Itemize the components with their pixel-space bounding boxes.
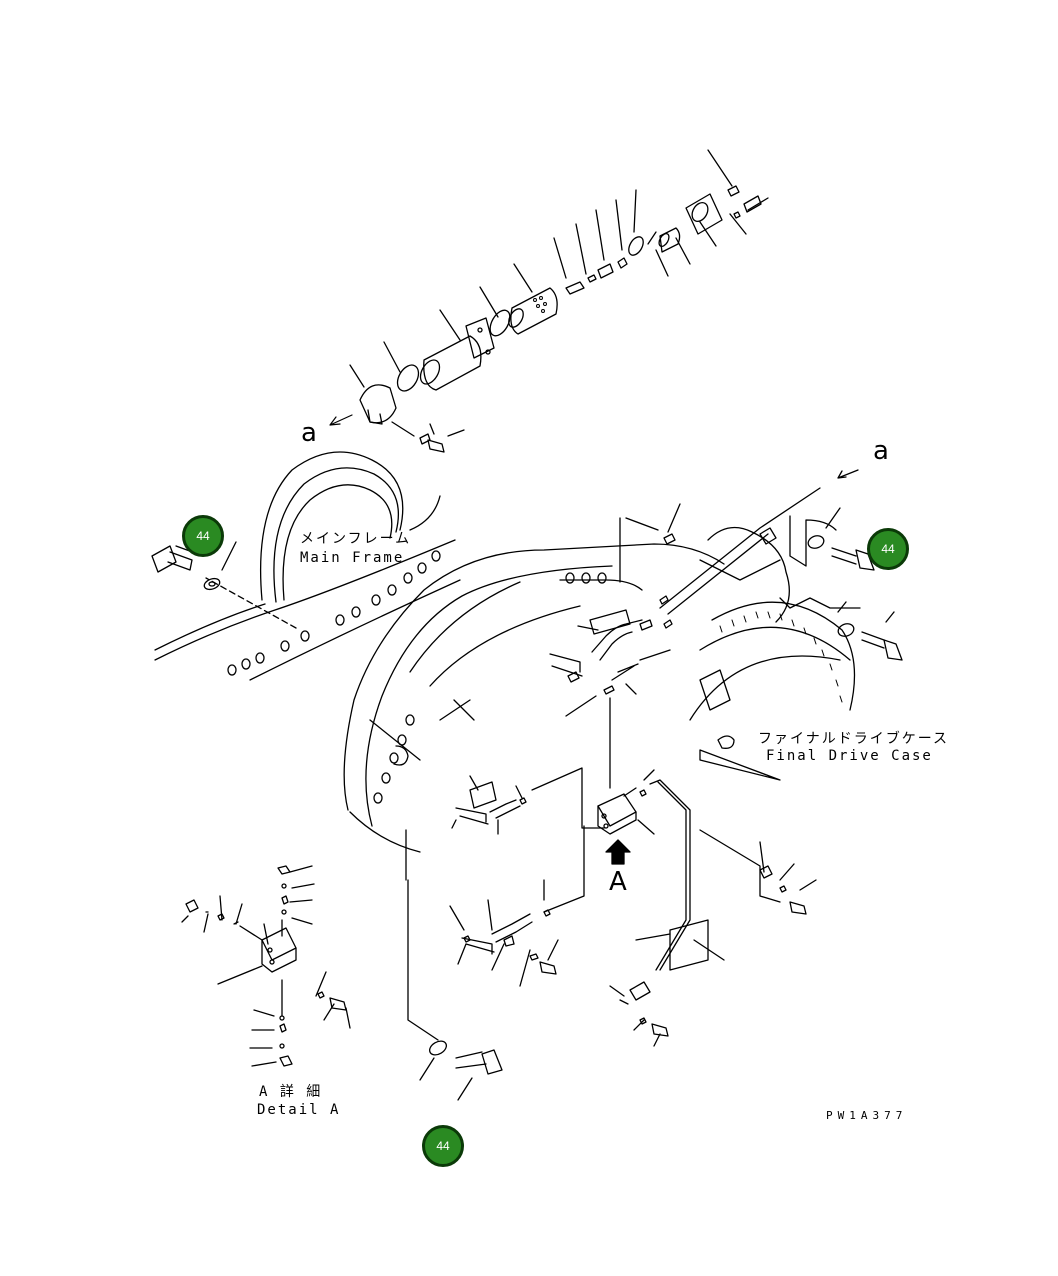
pipe-upper: [659, 487, 821, 609]
main-frame: [151, 451, 461, 681]
center-plumbing: [405, 609, 817, 1101]
filter-element: [510, 287, 558, 335]
flange-plate: [685, 193, 723, 235]
detail-label-jp: A 詳 細: [259, 1084, 323, 1100]
o-ring-2: [489, 309, 511, 337]
view-arrow-a: [605, 839, 631, 865]
part-marker-44-left[interactable]: 44: [182, 515, 224, 557]
view-label-a-left: a: [301, 418, 317, 448]
part-marker-44-bottom[interactable]: 44: [422, 1125, 464, 1167]
tube-lower: [407, 879, 439, 1041]
arrow-a-right: [837, 469, 859, 479]
drawing-code: PW1A377: [826, 1109, 908, 1122]
o-ring-1: [396, 364, 420, 392]
frame-holes: [227, 550, 441, 676]
part-marker-44-right[interactable]: 44: [867, 528, 909, 570]
drive-ring-holes: [719, 611, 843, 703]
arrow-a-left: [329, 414, 353, 426]
center-holes: [373, 572, 607, 804]
filter-assembly: [329, 149, 769, 453]
final-drive-label-jp: ファイナルドライブケース: [758, 731, 950, 747]
bolts-right: [807, 507, 903, 661]
detail-a: [181, 865, 351, 1067]
final-drive-label-en: Final Drive Case: [766, 748, 933, 764]
clamp-cover: [359, 384, 397, 424]
main-frame-label-jp: メインフレーム: [300, 531, 412, 547]
valve-body: [597, 793, 637, 827]
main-frame-label-en: Main Frame: [300, 550, 405, 566]
view-label-a-right: a: [873, 436, 889, 466]
filter-housing: [423, 335, 482, 391]
view-arrow-letter: A: [609, 867, 627, 897]
center-frame: [343, 469, 903, 853]
detail-label-en: Detail A: [257, 1102, 341, 1118]
